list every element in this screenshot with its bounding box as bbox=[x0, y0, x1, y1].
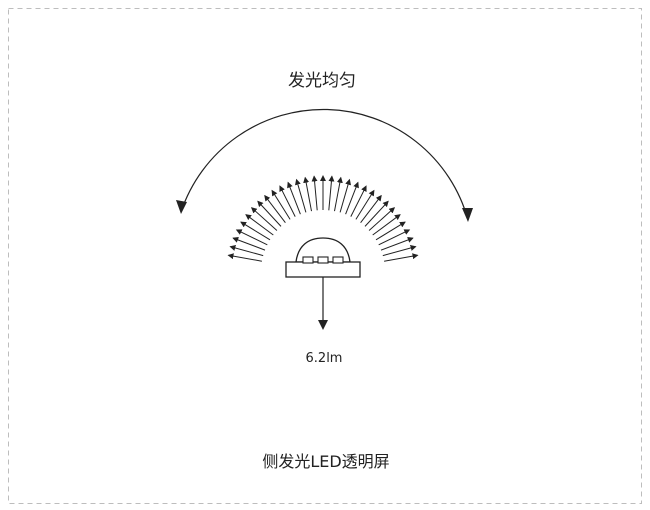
led-chip bbox=[285, 237, 361, 278]
emission-ray bbox=[235, 229, 268, 246]
led-dome-lens bbox=[295, 237, 351, 263]
coverage-arc bbox=[180, 108, 469, 221]
emission-ray bbox=[311, 175, 318, 211]
emission-ray bbox=[360, 194, 382, 224]
led-die-left bbox=[302, 256, 314, 264]
top-label: 发光均匀 bbox=[288, 71, 356, 91]
emission-ray bbox=[384, 253, 419, 262]
emission-ray bbox=[271, 189, 291, 220]
emission-ray bbox=[303, 176, 312, 212]
arc-arrowhead-right bbox=[462, 208, 473, 222]
emission-ray bbox=[382, 245, 417, 257]
lumen-label: 6.2lm bbox=[306, 351, 343, 366]
emission-ray bbox=[250, 207, 278, 231]
emission-ray bbox=[264, 194, 286, 224]
emission-ray bbox=[339, 178, 352, 213]
emission-ray bbox=[227, 253, 262, 262]
emission-ray bbox=[334, 176, 343, 212]
arc-arrowhead-left bbox=[176, 200, 187, 214]
emission-ray bbox=[257, 200, 282, 227]
emission-ray bbox=[294, 178, 307, 213]
caption: 侧发光LED透明屏 bbox=[262, 452, 389, 471]
led-die-center bbox=[317, 256, 329, 264]
emission-ray bbox=[355, 189, 375, 220]
dashed-border bbox=[8, 8, 642, 504]
emission-ray bbox=[378, 229, 411, 246]
emission-ray bbox=[350, 185, 367, 217]
emission-ray bbox=[287, 181, 301, 215]
emission-ray bbox=[279, 185, 296, 217]
led-die-right bbox=[332, 256, 344, 264]
emission-ray bbox=[364, 200, 389, 227]
emission-ray-fan bbox=[227, 175, 419, 262]
emission-ray bbox=[245, 214, 274, 236]
emission-ray bbox=[240, 221, 271, 241]
emission-ray bbox=[368, 207, 396, 231]
emission-ray bbox=[328, 175, 335, 211]
emission-ray bbox=[372, 214, 401, 236]
led-base bbox=[285, 261, 361, 278]
emission-ray bbox=[380, 237, 414, 251]
emission-ray bbox=[232, 237, 266, 251]
emission-ray bbox=[345, 181, 359, 215]
emission-ray bbox=[229, 245, 264, 257]
emission-ray bbox=[375, 221, 406, 241]
